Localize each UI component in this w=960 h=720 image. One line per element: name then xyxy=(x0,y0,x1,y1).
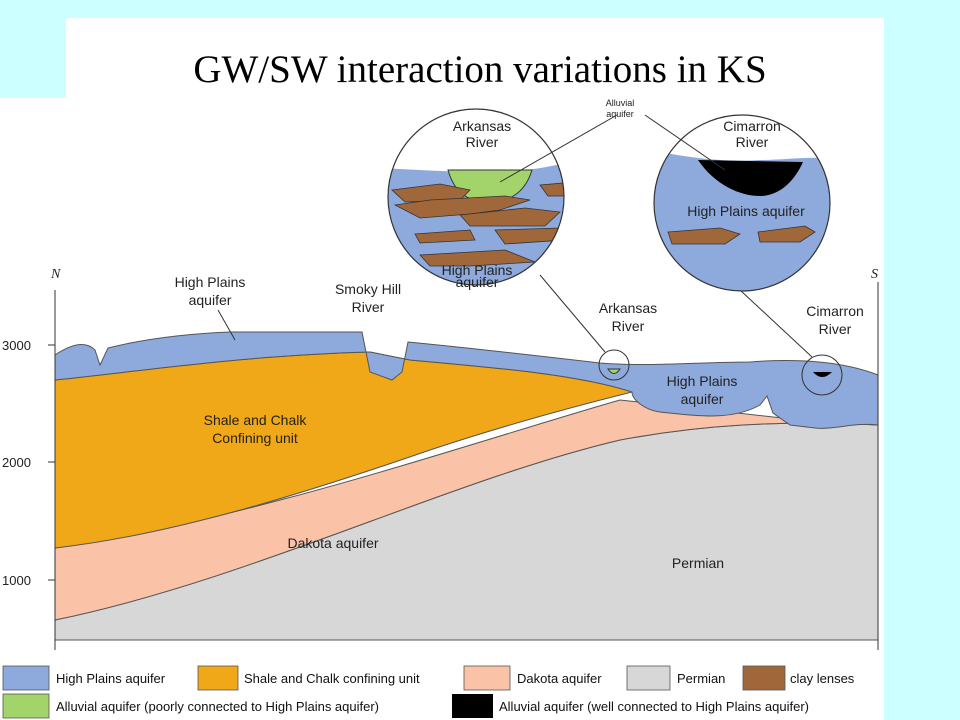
inset-left-alluvial-1: Alluvial xyxy=(606,98,635,108)
label-high-plains-right-1: High Plains xyxy=(667,373,738,389)
tick-label-3000: 3000 xyxy=(2,338,31,353)
tick-label-1000: 1000 xyxy=(2,573,31,588)
legend-label-permian: Permian xyxy=(677,671,725,686)
callout-line-arkansas xyxy=(539,274,606,353)
legend-label-high-plains: High Plains aquifer xyxy=(56,671,166,686)
inset-left-aquifer-1: High Plains xyxy=(442,262,513,278)
legend-swatch-shale-chalk xyxy=(197,665,239,691)
callout-cimarron xyxy=(801,354,843,396)
label-cimarron-2: River xyxy=(819,321,852,337)
legend-swatch-alluvial-well xyxy=(452,694,493,718)
leader-high-plains xyxy=(217,309,236,341)
inset-right-aquifer: High Plains aquifer xyxy=(687,203,805,219)
label-cimarron-1: Cimarron xyxy=(806,303,864,319)
label-high-plains-top-2: aquifer xyxy=(189,292,232,308)
inset-right-river-1: Cimarron xyxy=(723,118,781,134)
title-panel xyxy=(66,18,884,102)
label-arkansas-1: Arkansas xyxy=(599,300,657,316)
inset-left-aquifer-2: aquifer xyxy=(456,274,499,290)
label-shale-chalk-2: Confining unit xyxy=(212,430,298,446)
slide-title: GW/SW interaction variations in KS xyxy=(193,48,767,91)
legend-swatch-alluvial-poor xyxy=(2,693,50,719)
north-label: N xyxy=(50,267,61,282)
callout-arkansas xyxy=(598,349,630,381)
arkansas-alluvial xyxy=(607,368,621,374)
label-shale-chalk-1: Shale and Chalk xyxy=(204,412,308,428)
label-arkansas-2: River xyxy=(612,318,645,334)
legend-label-clay-lenses: clay lenses xyxy=(790,671,855,686)
label-high-plains-top-1: High Plains xyxy=(175,274,246,290)
legend: High Plains aquifer Shale and Chalk conf… xyxy=(2,665,855,719)
inset-arkansas xyxy=(387,108,618,286)
legend-label-shale-chalk: Shale and Chalk confining unit xyxy=(244,671,420,686)
inset-cimarron xyxy=(644,114,831,292)
label-smoky-hill-1: Smoky Hill xyxy=(335,281,401,297)
legend-label-alluvial-poor: Alluvial aquifer (poorly connected to Hi… xyxy=(56,699,379,714)
inset-right-river-2: River xyxy=(736,134,769,150)
south-label: S xyxy=(871,267,878,282)
callout-line-cimarron xyxy=(739,289,813,358)
legend-label-dakota: Dakota aquifer xyxy=(517,671,602,686)
label-permian: Permian xyxy=(672,555,724,571)
label-high-plains-right-2: aquifer xyxy=(681,391,724,407)
inset-left-river-2: River xyxy=(466,134,499,150)
legend-swatch-permian xyxy=(626,665,671,691)
legend-swatch-dakota xyxy=(463,665,511,691)
inset-left-alluvial-2: aquifer xyxy=(606,109,634,119)
legend-label-alluvial-well: Alluvial aquifer (well connected to High… xyxy=(499,699,809,714)
label-smoky-hill-2: River xyxy=(352,299,385,315)
label-dakota: Dakota aquifer xyxy=(287,535,378,551)
tick-label-2000: 2000 xyxy=(2,455,31,470)
legend-swatch-high-plains xyxy=(2,665,50,691)
cimarron-alluvial xyxy=(813,372,832,377)
inset-left-river-1: Arkansas xyxy=(453,118,511,134)
legend-swatch-clay-lenses xyxy=(742,665,786,691)
